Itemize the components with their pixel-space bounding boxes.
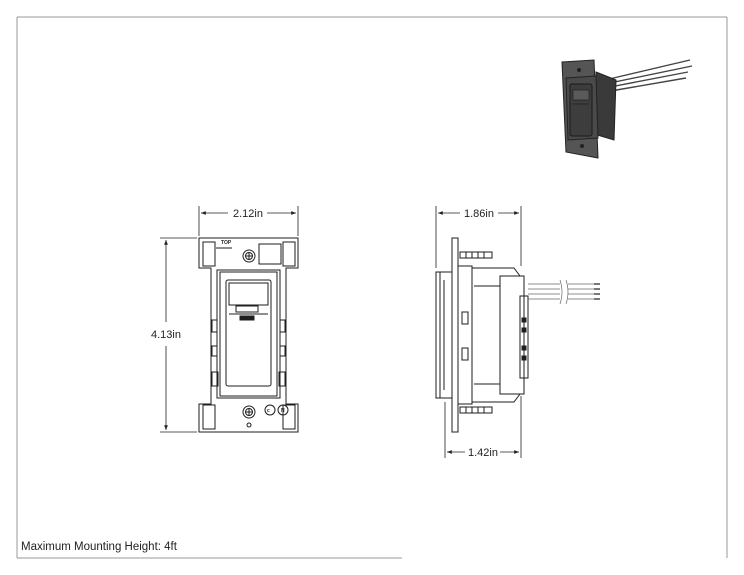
- side-view: [435, 237, 600, 433]
- front-height-label: 4.13in: [151, 329, 181, 341]
- front-view: c N: [198, 237, 299, 433]
- product-3d-thumbnail: [561, 59, 693, 159]
- side-body-depth-dimension: [444, 396, 522, 458]
- side-depth-label: 1.86in: [464, 208, 494, 220]
- svg-text:N: N: [281, 408, 285, 414]
- side-body-depth-label: 1.42in: [468, 447, 498, 459]
- front-width-dimension: [198, 206, 299, 236]
- sheet-border: [16, 16, 728, 559]
- side-depth-dimension: [435, 206, 522, 268]
- top-marker-label: TOP: [221, 240, 232, 246]
- front-height-dimension: [160, 237, 197, 433]
- svg-text:c: c: [267, 408, 270, 414]
- mounting-height-note: Maximum Mounting Height: 4ft: [21, 541, 177, 553]
- front-width-label: 2.12in: [233, 208, 263, 220]
